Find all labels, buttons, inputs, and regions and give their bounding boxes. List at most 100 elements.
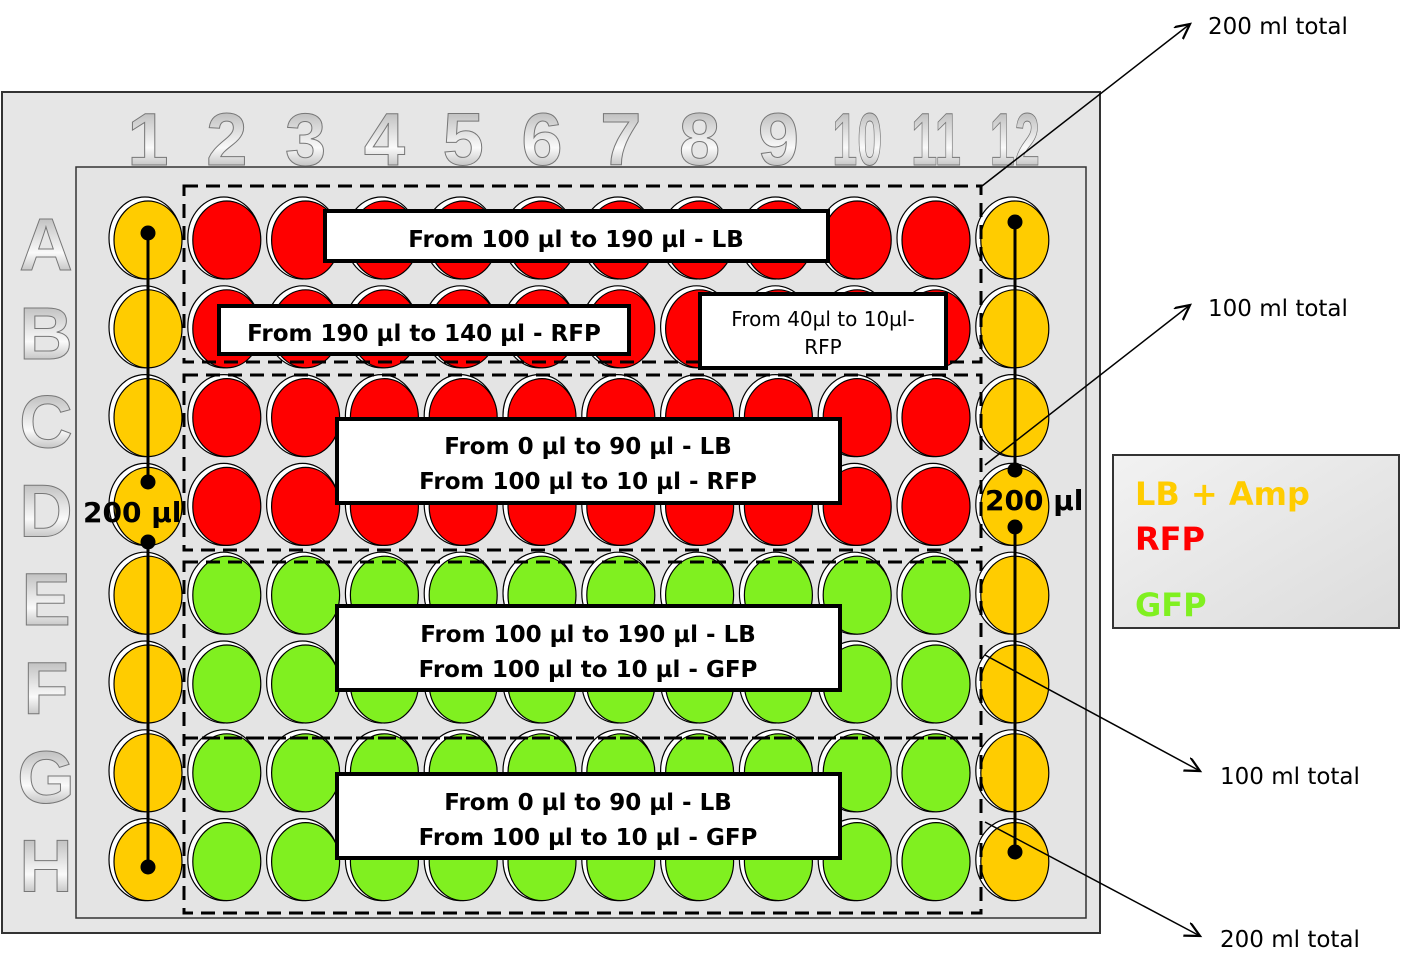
annotation-4: 200 ml total xyxy=(1220,927,1360,953)
box-b6-line2: From 100 µl to 10 µl - GFP xyxy=(419,825,758,851)
legend-box xyxy=(1112,454,1400,629)
column-label-4: 4 xyxy=(364,98,405,181)
column-label-1: 1 xyxy=(127,98,168,181)
legend-rfp: RFP xyxy=(1135,520,1205,558)
box-b6 xyxy=(335,772,842,860)
well-H1 xyxy=(108,817,183,902)
dashed-groups xyxy=(182,184,983,915)
arrow-4 xyxy=(984,821,1200,936)
well-A11 xyxy=(896,196,971,280)
dilution-lines xyxy=(140,214,1023,875)
well-C1 xyxy=(108,374,183,458)
well-G1 xyxy=(108,729,183,813)
column-label-6: 6 xyxy=(521,98,562,181)
well-G3 xyxy=(266,729,341,813)
box-b5-line1: From 100 µl to 190 µl - LB xyxy=(420,622,756,648)
box-b5 xyxy=(335,604,842,692)
volume-left: 200 µl xyxy=(83,496,181,529)
well-H3 xyxy=(266,817,341,902)
column-label-7: 7 xyxy=(600,98,641,181)
row-label-G: G xyxy=(17,736,75,819)
box-b3 xyxy=(698,292,948,370)
column-label-5: 5 xyxy=(443,98,484,181)
annotation-2: 100 ml total xyxy=(1208,296,1348,322)
group-rows-c-d xyxy=(182,373,983,552)
dot xyxy=(140,225,156,241)
column-label-12: 12 xyxy=(990,98,1040,181)
well-A10 xyxy=(817,196,892,280)
box-b3-line2: RFP xyxy=(804,335,841,359)
row-label-H: H xyxy=(19,825,72,908)
arrows xyxy=(981,24,1200,936)
row-label-B: B xyxy=(19,292,72,375)
well-E3 xyxy=(266,551,341,635)
row-label-C: C xyxy=(19,381,72,464)
well-H2 xyxy=(187,817,262,902)
well-H11 xyxy=(896,817,971,902)
well-G11 xyxy=(896,729,971,813)
well-F2 xyxy=(187,640,262,724)
row-label-A: A xyxy=(19,203,72,286)
well-B1 xyxy=(108,285,183,369)
box-b1 xyxy=(323,209,830,263)
well-E1 xyxy=(108,551,183,635)
well-C2 xyxy=(187,374,262,458)
well-D12 xyxy=(975,462,1050,546)
well-H12 xyxy=(975,817,1050,902)
well-E2 xyxy=(187,551,262,635)
well-F12 xyxy=(975,640,1050,724)
well-B12 xyxy=(975,285,1050,369)
well-F11 xyxy=(896,640,971,724)
box-b6-line1: From 0 µl to 90 µl - LB xyxy=(444,790,732,816)
well-E11 xyxy=(896,551,971,635)
well-G12 xyxy=(975,729,1050,813)
well-D11 xyxy=(896,462,971,546)
arrow-2 xyxy=(984,305,1190,466)
dot xyxy=(1007,462,1023,478)
well-C3 xyxy=(266,374,341,458)
well-G2 xyxy=(187,729,262,813)
box-b5-line2: From 100 µl to 10 µl - GFP xyxy=(419,657,758,683)
box-b2 xyxy=(217,304,631,356)
arrow-1 xyxy=(981,24,1190,187)
well-F3 xyxy=(266,640,341,724)
volume-right: 200 µl xyxy=(985,484,1083,517)
group-rows-a-b xyxy=(182,184,983,364)
row-label-D: D xyxy=(19,469,72,552)
well-A12 xyxy=(975,196,1050,280)
box-b4-line2: From 100 µl to 10 µl - RFP xyxy=(419,469,757,495)
well-D2 xyxy=(187,462,262,546)
well-E12 xyxy=(975,551,1050,635)
well-F1 xyxy=(108,640,183,724)
column-label-10: 10 xyxy=(832,98,882,181)
dot xyxy=(140,859,156,875)
arrow-3 xyxy=(984,654,1200,771)
annotation-1: 200 ml total xyxy=(1208,14,1348,40)
column-label-3: 3 xyxy=(285,98,326,181)
well-D1 xyxy=(108,462,183,546)
row-label-E: E xyxy=(21,558,70,641)
box-b4 xyxy=(335,417,842,505)
box-b2-text: From 190 µl to 140 µl - RFP xyxy=(247,321,601,347)
box-b4-line1: From 0 µl to 90 µl - LB xyxy=(444,434,732,460)
well-C11 xyxy=(896,374,971,458)
dot xyxy=(1007,844,1023,860)
column-label-9: 9 xyxy=(758,98,799,181)
legend-lb-amp: LB + Amp xyxy=(1135,475,1310,513)
dot xyxy=(1007,214,1023,230)
well-A2 xyxy=(187,196,262,280)
dot xyxy=(140,534,156,550)
legend-gfp: GFP xyxy=(1135,586,1207,624)
column-label-8: 8 xyxy=(679,98,720,181)
well-D3 xyxy=(266,462,341,546)
box-b3-line1: From 40µl to 10µl- xyxy=(731,307,914,331)
box-b1-text: From 100 µl to 190 µl - LB xyxy=(408,227,744,253)
legend: LB + Amp RFP GFP xyxy=(1112,454,1400,629)
column-label-2: 2 xyxy=(206,98,247,181)
group-rows-g-h xyxy=(182,736,983,915)
column-label-11: 11 xyxy=(911,98,961,181)
dot xyxy=(1007,519,1023,535)
dot xyxy=(140,474,156,490)
